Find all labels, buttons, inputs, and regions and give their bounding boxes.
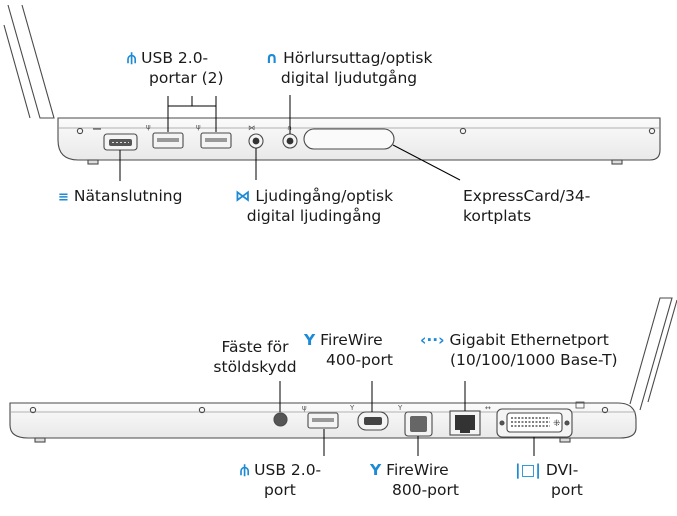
usb-ports-label: ⫛ USB 2.0- portar (2) — [127, 49, 224, 87]
top-leaders — [119, 95, 461, 181]
left-side-view: ψ ψ ⋈ ∩ — [3, 4, 661, 165]
dvi-icon: |□| — [515, 461, 541, 479]
svg-text:ψ: ψ — [146, 123, 151, 131]
svg-text:Y: Y — [349, 404, 355, 412]
svg-text:↔: ↔ — [485, 404, 491, 412]
screw — [459, 127, 467, 135]
bottom-leaders — [279, 381, 535, 456]
expresscard-label: ExpressCard/34- kortplats — [463, 187, 591, 225]
headphone-label: ∩ Hörlursuttag/optisk digital ljudutgång — [265, 49, 433, 87]
power-adapter-icon: ≡ — [58, 190, 69, 205]
firewire-400-label: Y FireWire 400-port — [304, 331, 393, 369]
firewire-800-label: Y FireWire 800-port — [370, 461, 459, 499]
screw — [198, 406, 206, 414]
audio-in-label: ⋈ Ljudingång/optisk digital ljudingång — [234, 187, 394, 225]
firewire-icon: Y — [304, 331, 316, 349]
ethernet-icon: ‹··› — [420, 331, 445, 349]
svg-text:ψ: ψ — [302, 404, 307, 412]
svg-text:⁜: ⁜ — [553, 419, 561, 429]
security-slot — [273, 412, 288, 427]
svg-text:Y: Y — [397, 404, 403, 412]
screw — [601, 406, 609, 414]
usb-icon: ⫛ — [127, 49, 137, 67]
screw — [29, 406, 37, 414]
expresscard-slot — [303, 128, 395, 150]
audio-in-icon: ⋈ — [234, 187, 251, 205]
right-side-view: ψ Y Y ↔ ⁜ — [9, 297, 677, 443]
firewire-icon: Y — [370, 461, 382, 479]
screw — [648, 127, 656, 135]
security-slot-label: Fäste för stöldskydd — [213, 338, 297, 376]
ethernet-label: ‹··› Gigabit Ethernetport (10/100/1000 B… — [420, 331, 618, 369]
usb-port-label: ⫛ USB 2.0- port — [240, 461, 322, 499]
headphone-icon: ∩ — [265, 49, 279, 67]
power-label: ≡ Nätanslutning — [58, 187, 183, 205]
lid-edge — [629, 297, 673, 411]
svg-text:ψ: ψ — [196, 123, 201, 131]
screw — [76, 127, 84, 135]
lid-edge — [7, 4, 55, 119]
dvi-label: |□| DVI- port — [515, 461, 583, 499]
usb-icon: ⫛ — [240, 461, 250, 479]
svg-text:⋈: ⋈ — [248, 124, 255, 132]
